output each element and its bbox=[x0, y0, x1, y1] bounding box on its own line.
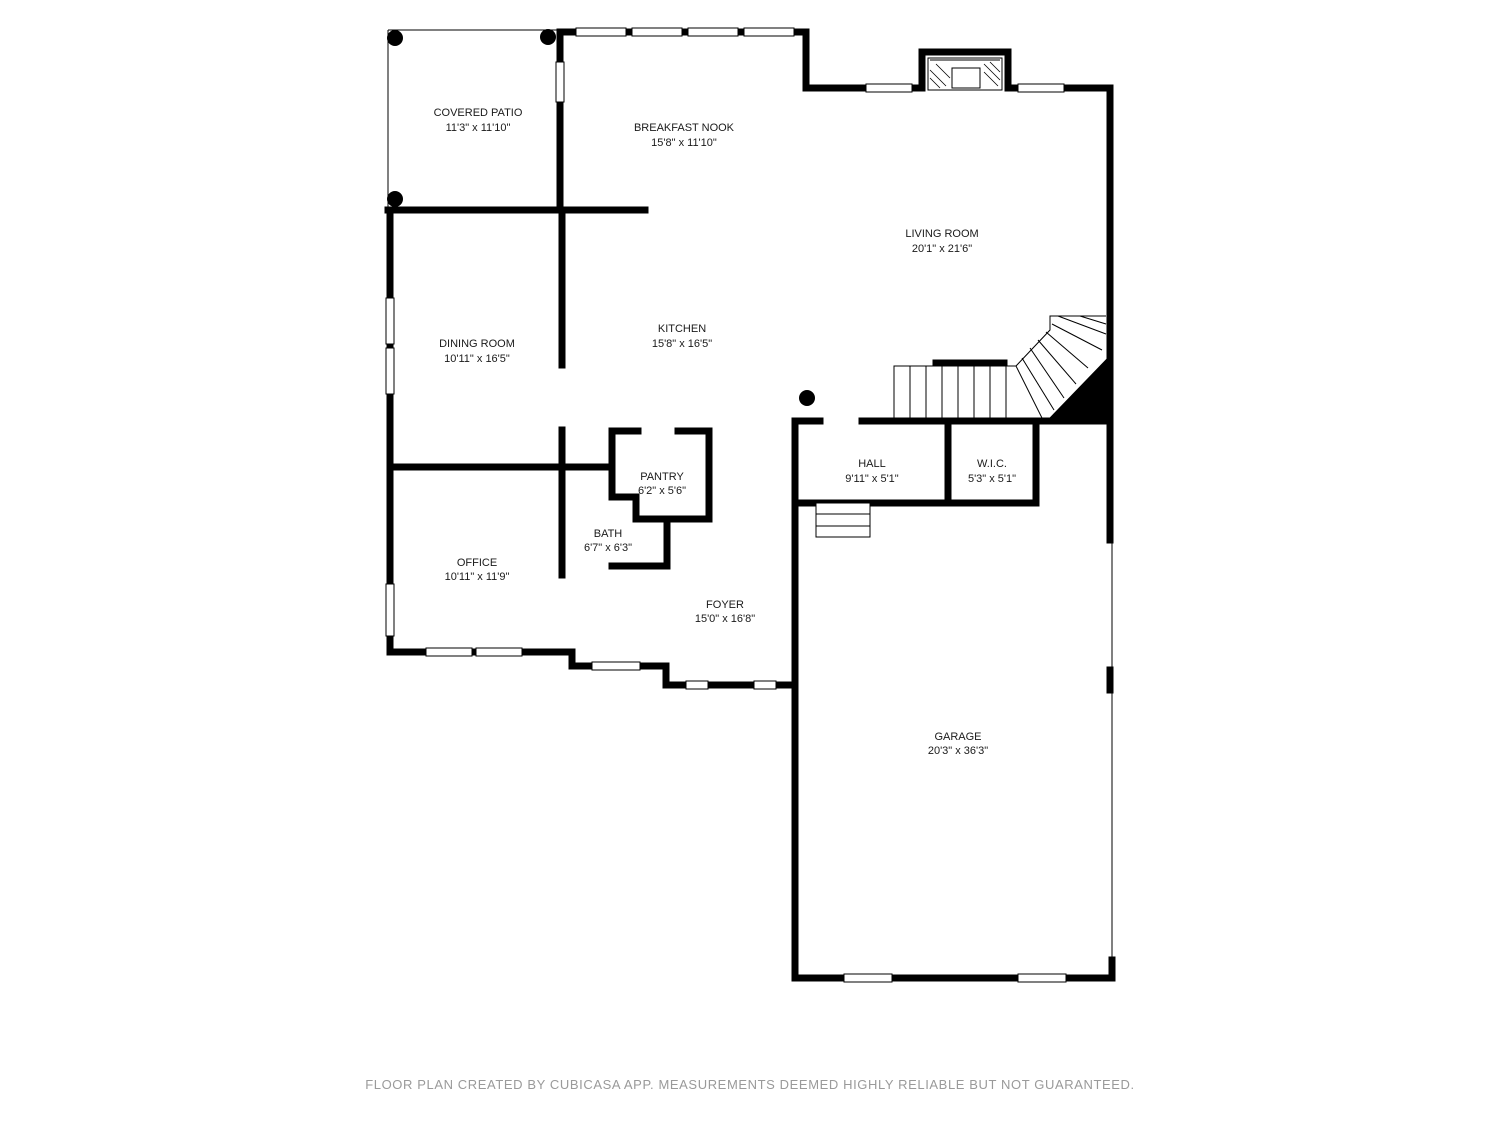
office-size: 10'11" x 11'9" bbox=[445, 571, 510, 583]
living-room-size: 20'1" x 21'6" bbox=[912, 243, 972, 255]
living-room-name: LIVING ROOM bbox=[905, 228, 978, 240]
hall-name: HALL bbox=[858, 458, 886, 470]
garage-name: GARAGE bbox=[934, 731, 981, 743]
garage-size: 20'3" x 36'3" bbox=[928, 745, 988, 757]
dining-room-size: 10'11" x 16'5" bbox=[444, 353, 510, 365]
patio-outline bbox=[387, 29, 560, 210]
breakfast-nook-name: BREAKFAST NOOK bbox=[634, 122, 735, 134]
office-name: OFFICE bbox=[457, 557, 497, 569]
wic-size: 5'3" x 5'1" bbox=[968, 473, 1016, 485]
dining-room-name: DINING ROOM bbox=[439, 338, 515, 350]
bath-size: 6'7" x 6'3" bbox=[584, 542, 632, 554]
breakfast-nook-size: 15'8" x 11'10" bbox=[651, 137, 717, 149]
foyer-size: 15'0" x 16'8" bbox=[695, 613, 755, 625]
footer-disclaimer: FLOOR PLAN CREATED BY CUBICASA APP. MEAS… bbox=[365, 1077, 1135, 1092]
kitchen-size: 15'8" x 16'5" bbox=[652, 338, 712, 350]
pantry-name: PANTRY bbox=[640, 471, 684, 483]
bath-name: BATH bbox=[594, 528, 623, 540]
covered-patio-size: 11'3" x 11'10" bbox=[446, 122, 511, 134]
fireplace bbox=[927, 57, 1003, 91]
garage-door bbox=[708, 540, 1113, 960]
hall-size: 9'11" x 5'1" bbox=[845, 473, 898, 485]
covered-patio-name: COVERED PATIO bbox=[434, 107, 523, 119]
foyer-name: FOYER bbox=[706, 599, 744, 611]
columns bbox=[387, 29, 815, 406]
pantry-size: 6'2" x 5'6" bbox=[638, 485, 686, 497]
room-labels: COVERED PATIO 11'3" x 11'10" BREAKFAST N… bbox=[434, 107, 1017, 757]
staircase bbox=[893, 315, 1107, 419]
garage-steps bbox=[815, 502, 871, 538]
kitchen-name: KITCHEN bbox=[658, 323, 706, 335]
windows bbox=[385, 27, 1067, 983]
walls bbox=[384, 28, 1116, 982]
wic-name: W.I.C. bbox=[977, 458, 1007, 470]
